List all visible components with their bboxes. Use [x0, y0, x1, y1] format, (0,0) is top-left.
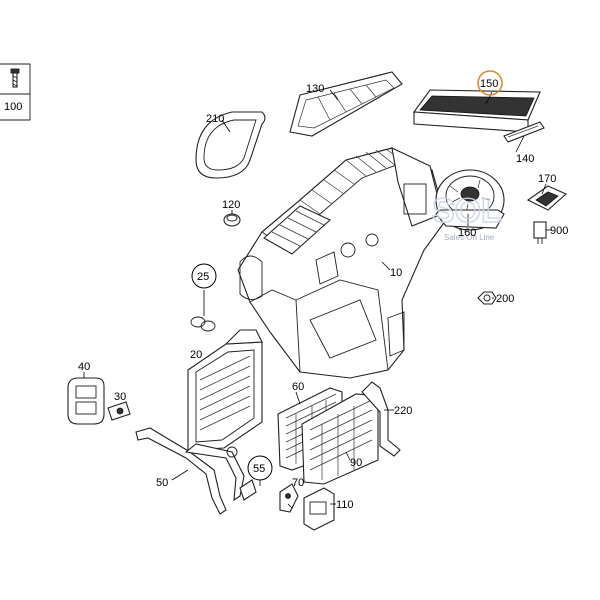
screw-icon [10, 68, 20, 88]
callout-120: 120 [222, 199, 240, 211]
part-200-nut [477, 291, 497, 305]
part-120-knob [223, 213, 241, 227]
part-160-blower-motor [435, 169, 505, 231]
part-70-actuator [279, 483, 299, 513]
callout-70: 70 [292, 477, 304, 489]
part-130-gasket [289, 71, 403, 137]
part-30-sensor [107, 401, 131, 421]
part-900-connector [533, 221, 547, 244]
part-90-heat-exchanger [301, 393, 379, 485]
part-40-control-module [67, 377, 105, 425]
part-210-seal-ring [195, 111, 266, 179]
callout-50: 50 [156, 477, 168, 489]
callout-90: 90 [350, 457, 362, 469]
callout-200: 200 [496, 293, 514, 305]
callout-55-circle [247, 455, 273, 481]
callout-140: 140 [516, 153, 534, 165]
callout-20: 20 [190, 349, 202, 361]
callout-25: 25 [197, 271, 209, 283]
callout-170: 170 [538, 173, 556, 185]
callout-60: 60 [292, 381, 304, 393]
callout-10: 10 [390, 267, 402, 279]
part-150-cabin-filter [412, 89, 541, 133]
part-110-actuator [303, 487, 335, 531]
part-170-resistor [526, 185, 568, 211]
watermark-logo: SOL [432, 192, 502, 230]
callout-25-circle [191, 263, 217, 289]
watermark-tagline: Sales On Line [444, 233, 495, 242]
part-20-heater-core [187, 329, 263, 451]
callout-150-highlight [477, 70, 503, 96]
leader-lines [83, 89, 552, 509]
watermark: SOL Sales On Line [431, 191, 503, 242]
callout-210: 210 [206, 113, 224, 125]
part-140-seal [503, 121, 545, 143]
callout-900: 900 [550, 225, 568, 237]
callout-130: 130 [306, 83, 324, 95]
part-220-hose [361, 381, 401, 457]
part-100-box [0, 63, 31, 121]
callout-40: 40 [78, 361, 90, 373]
callout-150: 150 [480, 78, 498, 90]
callout-160: 160 [458, 227, 476, 239]
part-55-clamp [226, 446, 257, 501]
callout-110: 110 [336, 499, 354, 511]
callout-100: 100 [4, 101, 22, 113]
part-25-o-rings [190, 316, 216, 332]
part-50-pipes [135, 427, 245, 515]
callout-30: 30 [114, 391, 126, 403]
callout-55: 55 [253, 463, 265, 475]
callout-220: 220 [394, 405, 412, 417]
part-10-hvac-housing [237, 147, 447, 379]
